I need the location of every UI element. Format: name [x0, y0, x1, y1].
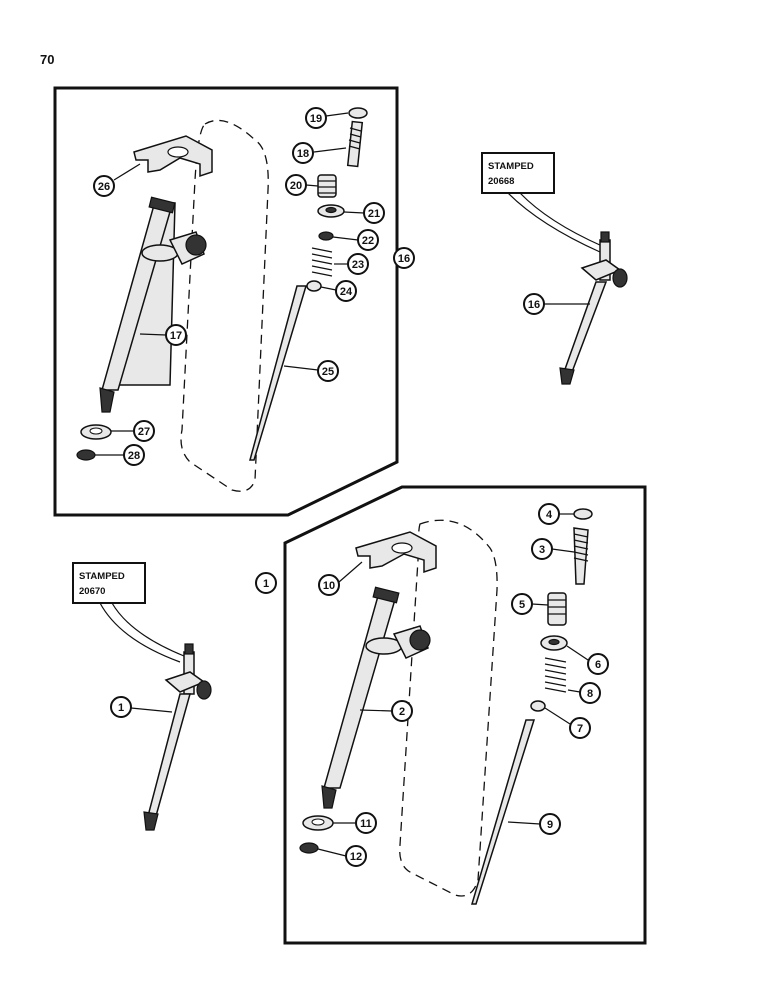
callout-19: 19: [305, 107, 349, 129]
svg-text:25: 25: [322, 366, 334, 378]
callout-4: 4: [538, 503, 574, 525]
seat-part-24: [306, 280, 322, 292]
adjuster-part-20: [317, 174, 337, 198]
lower-assembly-outline: [283, 485, 647, 945]
callout-5: 5: [511, 593, 549, 615]
callout-20: 20: [285, 174, 319, 196]
nut-part-4: [573, 508, 593, 520]
callout-22: 22: [332, 229, 379, 251]
push-rod-part-25: [249, 285, 308, 461]
svg-text:23: 23: [352, 259, 364, 271]
nut-part-19: [348, 107, 368, 119]
svg-text:20668: 20668: [488, 176, 514, 187]
callout-16-assembled: 16: [523, 293, 590, 315]
washer-part-27: [80, 424, 112, 440]
svg-text:STAMPED: STAMPED: [79, 571, 125, 582]
callout-17: 17: [139, 324, 187, 346]
svg-text:6: 6: [595, 659, 601, 671]
svg-text:17: 17: [170, 330, 182, 342]
svg-text:16: 16: [398, 253, 410, 265]
injector-part-2: [321, 586, 431, 809]
svg-text:5: 5: [519, 599, 525, 611]
callout-18: 18: [292, 142, 347, 164]
svg-text:20670: 20670: [79, 586, 105, 597]
svg-text:10: 10: [323, 580, 335, 592]
callout-28: 28: [95, 444, 145, 466]
callout-9: 9: [507, 813, 561, 835]
washer-part-11: [302, 815, 334, 831]
callout-16-box: 16: [393, 247, 415, 269]
callout-12: 12: [317, 845, 367, 867]
callout-26: 26: [93, 163, 141, 197]
callout-21: 21: [343, 202, 385, 224]
svg-text:1: 1: [263, 578, 269, 590]
svg-text:21: 21: [368, 208, 380, 220]
assembled-injector-1: [143, 643, 212, 831]
svg-text:9: 9: [547, 819, 553, 831]
injector-part-17: [99, 196, 207, 413]
svg-text:20: 20: [290, 180, 302, 192]
stud-part-3: [573, 527, 589, 585]
callout-23: 23: [334, 253, 369, 275]
callout-2: 2: [359, 700, 413, 722]
callout-25: 25: [283, 360, 339, 382]
assembled-injector-16: [559, 231, 628, 385]
callout-1-box: 1: [255, 572, 277, 594]
svg-text:12: 12: [350, 851, 362, 863]
nut-part-12: [299, 842, 319, 854]
stud-part-18: [346, 120, 364, 168]
svg-text:2: 2: [399, 706, 405, 718]
svg-text:28: 28: [128, 450, 140, 462]
callout-24: 24: [320, 280, 357, 302]
adjuster-part-5: [547, 592, 567, 626]
svg-text:7: 7: [577, 723, 583, 735]
callout-3: 3: [531, 538, 575, 560]
push-rod-part-9: [470, 719, 536, 905]
callout-6: 6: [566, 645, 609, 675]
upper-dashed-boundary: [180, 119, 269, 492]
svg-text:26: 26: [98, 181, 110, 193]
nut-part-6: [540, 635, 568, 651]
callout-10: 10: [318, 561, 363, 596]
stamp-upper-leader: [507, 192, 603, 253]
svg-text:18: 18: [297, 148, 309, 160]
svg-text:16: 16: [528, 299, 540, 311]
spring-part-23: [311, 247, 333, 277]
nut-part-21: [317, 204, 345, 218]
svg-text:8: 8: [587, 688, 593, 700]
svg-text:24: 24: [340, 286, 353, 298]
svg-text:27: 27: [138, 426, 150, 438]
page-number: 70: [40, 52, 55, 67]
svg-text:STAMPED: STAMPED: [488, 161, 534, 172]
svg-text:22: 22: [362, 235, 374, 247]
stamp-lower-leader: [99, 602, 185, 663]
svg-text:11: 11: [360, 818, 372, 830]
svg-text:19: 19: [310, 113, 322, 125]
upper-assembly-outline: [53, 86, 399, 517]
svg-text:4: 4: [546, 509, 553, 521]
callout-1-assembled: 1: [110, 696, 173, 718]
nut-part-28: [76, 449, 96, 461]
svg-text:3: 3: [539, 544, 545, 556]
svg-text:1: 1: [118, 702, 124, 714]
washer-part-22: [318, 231, 334, 241]
callout-7: 7: [544, 707, 591, 739]
spring-part-8: [544, 657, 567, 693]
stamp-label-lower: STAMPED 20670: [72, 562, 146, 604]
bracket-part-26: [133, 135, 213, 178]
stamp-label-upper: STAMPED 20668: [481, 152, 555, 194]
lower-dashed-boundary: [399, 519, 498, 897]
bracket-part-10: [355, 531, 437, 574]
callout-27: 27: [111, 420, 155, 442]
seat-part-7: [530, 700, 546, 712]
callout-8: 8: [567, 682, 601, 704]
callout-11: 11: [333, 812, 377, 834]
